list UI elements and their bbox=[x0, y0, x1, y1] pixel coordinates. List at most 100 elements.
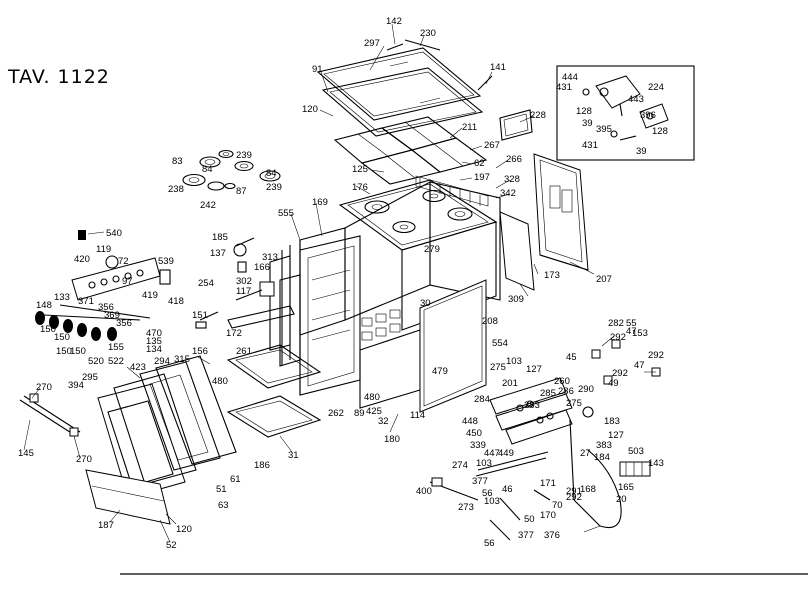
part-number-label: 447 bbox=[484, 448, 500, 459]
part-number-label: 45 bbox=[566, 352, 577, 363]
part-number-label: 282 bbox=[608, 318, 624, 329]
part-number-label: 120 bbox=[302, 104, 318, 115]
panel-309 bbox=[499, 211, 535, 291]
part-number-label: 61 bbox=[230, 474, 241, 485]
part-number-label: 180 bbox=[384, 434, 400, 445]
part-number-label: 431 bbox=[556, 82, 572, 93]
part-number-label: 187 bbox=[98, 520, 114, 531]
part-number-label: 315 bbox=[174, 354, 190, 365]
part-number-label: 266 bbox=[506, 154, 522, 165]
inset-box bbox=[556, 65, 695, 161]
part-number-label: 84 bbox=[266, 168, 277, 179]
part-number-label: 425 bbox=[366, 406, 382, 417]
part-number-label: 128 bbox=[652, 126, 668, 137]
part-number-label: 274 bbox=[452, 460, 468, 471]
part-number-label: 313 bbox=[262, 252, 278, 263]
part-number-label: 166 bbox=[254, 262, 270, 273]
part-number-label: 394 bbox=[68, 380, 84, 391]
leader-lines bbox=[23, 23, 656, 543]
part-number-label: 32 bbox=[378, 416, 389, 427]
part-number-label: 420 bbox=[74, 254, 90, 265]
panel-228 bbox=[499, 109, 533, 141]
gas-valve-assembly bbox=[429, 377, 651, 541]
part-number-label: 170 bbox=[540, 510, 556, 521]
part-number-label: 242 bbox=[200, 200, 216, 211]
part-number-label: 169 bbox=[312, 197, 328, 208]
oven-door-outer bbox=[97, 383, 186, 499]
part-number-label: 283 bbox=[524, 400, 540, 411]
part-number-label: 400 bbox=[416, 486, 432, 497]
tray-262 bbox=[226, 395, 322, 438]
part-number-label: 377 bbox=[472, 476, 488, 487]
part-number-label: 284 bbox=[474, 394, 490, 405]
part-number-label: 262 bbox=[328, 408, 344, 419]
part-number-label: 376 bbox=[544, 530, 560, 541]
part-number-label: 291 bbox=[566, 486, 582, 497]
part-number-label: 292 bbox=[612, 368, 628, 379]
part-number-label: 309 bbox=[508, 294, 524, 305]
part-number-label: 197 bbox=[474, 172, 490, 183]
part-number-label: 62 bbox=[474, 158, 485, 169]
part-number-label: 371 bbox=[78, 296, 94, 307]
part-number-label: 125 bbox=[352, 164, 368, 175]
part-number-label: 103 bbox=[476, 458, 492, 469]
part-number-label: 522 bbox=[108, 356, 124, 367]
tray-261 bbox=[226, 344, 322, 389]
side-panel-554 bbox=[419, 279, 487, 413]
part-number-label: 539 bbox=[158, 256, 174, 267]
part-number-label: 30 bbox=[420, 298, 431, 309]
part-number-label: 254 bbox=[198, 278, 214, 289]
part-number-label: 431 bbox=[582, 140, 598, 151]
part-number-label: 84 bbox=[202, 164, 213, 175]
part-number-label: 150 bbox=[56, 346, 72, 357]
part-number-label: 207 bbox=[596, 274, 612, 285]
part-number-label: 49 bbox=[608, 378, 619, 389]
part-number-label: 150 bbox=[70, 346, 86, 357]
part-number-label: 444 bbox=[562, 72, 578, 83]
part-number-label: 294 bbox=[154, 356, 170, 367]
part-number-label: 150 bbox=[40, 324, 56, 335]
back-panel-207 bbox=[533, 153, 589, 271]
part-number-label: 83 bbox=[172, 156, 183, 167]
part-number-label: 87 bbox=[236, 186, 247, 197]
part-number-label: 295 bbox=[82, 372, 98, 383]
part-number-label: 479 bbox=[432, 366, 448, 377]
part-number-label: 239 bbox=[266, 182, 282, 193]
part-number-label: 275 bbox=[566, 398, 582, 409]
part-number-label: 208 bbox=[482, 316, 498, 327]
part-number-label: 356 bbox=[98, 302, 114, 313]
part-number-label: 103 bbox=[506, 356, 522, 367]
part-number-label: 176 bbox=[352, 182, 368, 193]
part-number-label: 377 bbox=[518, 530, 534, 541]
part-number-label: 292 bbox=[566, 492, 582, 503]
part-number-label: 273 bbox=[458, 502, 474, 513]
part-number-label: 153 bbox=[632, 328, 648, 339]
part-number-label: 396 bbox=[640, 110, 656, 121]
part-number-label: 239 bbox=[236, 150, 252, 161]
inner-frame-313 bbox=[269, 255, 301, 367]
door-handle-145 bbox=[19, 393, 81, 437]
part-number-label: 224 bbox=[648, 82, 664, 93]
pan-supports-211 bbox=[333, 116, 488, 185]
part-number-label: 156 bbox=[192, 346, 208, 357]
part-number-label: 134 bbox=[146, 344, 162, 355]
part-number-label: 186 bbox=[254, 460, 270, 471]
part-number-label: 168 bbox=[580, 484, 596, 495]
part-number-label: 127 bbox=[608, 430, 624, 441]
part-number-label: 292 bbox=[648, 350, 664, 361]
part-number-label: 185 bbox=[212, 232, 228, 243]
part-number-label: 143 bbox=[648, 458, 664, 469]
part-number-label: 292 bbox=[610, 332, 626, 343]
burner-caps bbox=[182, 149, 281, 191]
part-number-label: 339 bbox=[470, 440, 486, 451]
part-number-label: 555 bbox=[278, 208, 294, 219]
part-number-label: 128 bbox=[576, 106, 592, 117]
part-number-label: 383 bbox=[596, 440, 612, 451]
part-number-label: 151 bbox=[192, 310, 208, 321]
oven-door-frame bbox=[155, 355, 237, 465]
part-number-label: 449 bbox=[498, 448, 514, 459]
part-number-label: 172 bbox=[226, 328, 242, 339]
part-number-label: 70 bbox=[552, 500, 563, 511]
